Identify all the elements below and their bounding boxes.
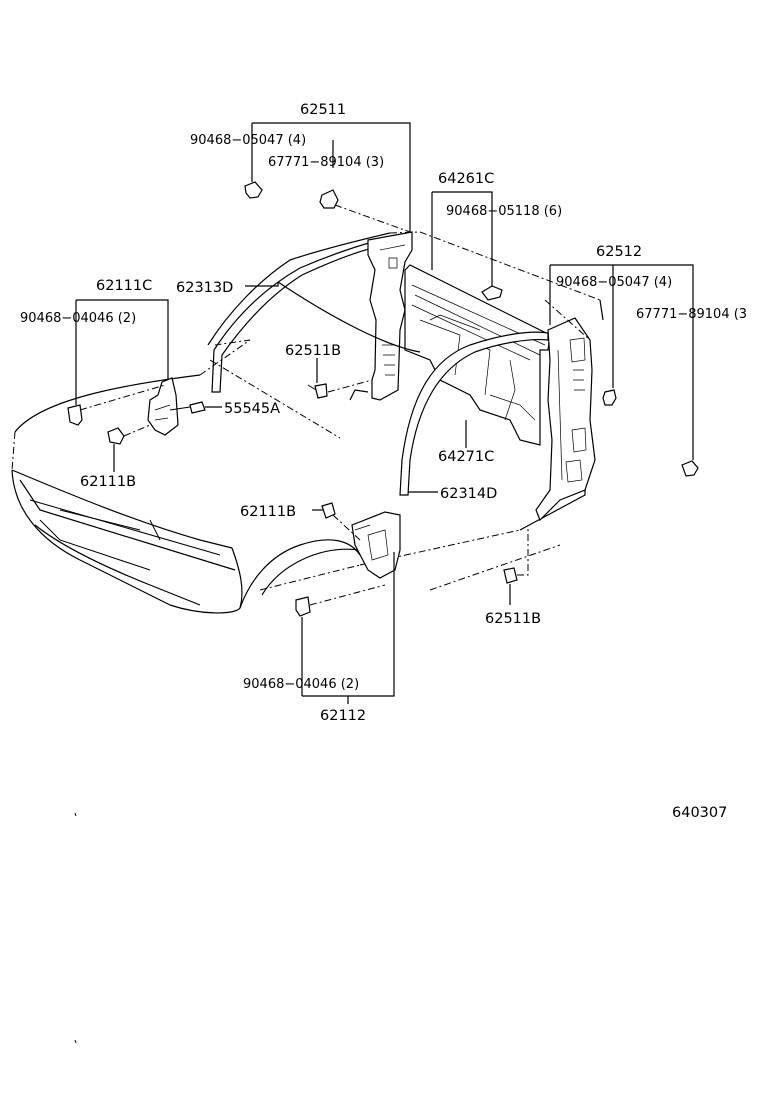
label-90468-05118: 90468−05118 (6) [446,204,562,219]
part-labels: 62511 90468−05047 (4) 67771−89104 (3) 64… [20,102,747,821]
label-62512: 62512 [596,244,642,260]
figure-id: 640307 [672,805,727,821]
clip-62111b-left [107,427,125,445]
clip-90468-04046-bottom [295,596,311,617]
stray-marks [74,812,77,1044]
label-67771-89104-right: 67771−89104 (3 [636,307,747,322]
clip-90468-05047-right [602,389,617,406]
label-62511: 62511 [300,102,346,118]
rear-panel-trim [404,264,551,446]
lower-cowl-trim-62112 [351,511,401,579]
clip-90468-04046-left [67,404,83,426]
label-62511b-upper: 62511B [285,343,341,359]
label-62511b-lower: 62511B [485,611,541,627]
screw-62511b-lower [503,567,518,584]
label-62112: 62112 [320,708,366,724]
screw-67771-89104-right [681,460,699,477]
label-62111b-lower: 62111B [240,504,296,520]
leader-lines [75,122,694,704]
label-67771-89104-top: 67771−89104 (3) [268,155,384,170]
label-64261c: 64261C [438,171,494,187]
label-90468-05047-right: 90468−05047 (4) [556,275,672,290]
label-90468-05047-top: 90468−05047 (4) [190,133,306,148]
clip-55545a [189,401,206,414]
clip-62111b-lower [321,502,336,519]
clip-90468-05118 [481,285,503,301]
label-62313d: 62313D [176,280,233,296]
cowl-side-trim-62111c [147,377,179,436]
label-90468-04046-bottom: 90468−04046 (2) [243,677,359,692]
rear-pillar-trim-62512 [535,317,596,522]
vehicle-body-outline [11,231,604,614]
label-62111c: 62111C [96,278,152,294]
fasteners [67,181,699,617]
label-90468-04046-left: 90468−04046 (2) [20,311,136,326]
windshield-moulding-62313d [211,239,387,393]
clip-67771-89104-top [319,189,339,209]
label-62111b-left: 62111B [80,474,136,490]
label-64271c: 64271C [438,449,494,465]
label-62314d: 62314D [440,486,497,502]
front-pillar-trim-62511 [349,231,413,401]
label-55545a: 55545A [224,401,280,417]
screw-62511b-upper [314,383,328,399]
clip-90468-05047-top [244,181,263,199]
